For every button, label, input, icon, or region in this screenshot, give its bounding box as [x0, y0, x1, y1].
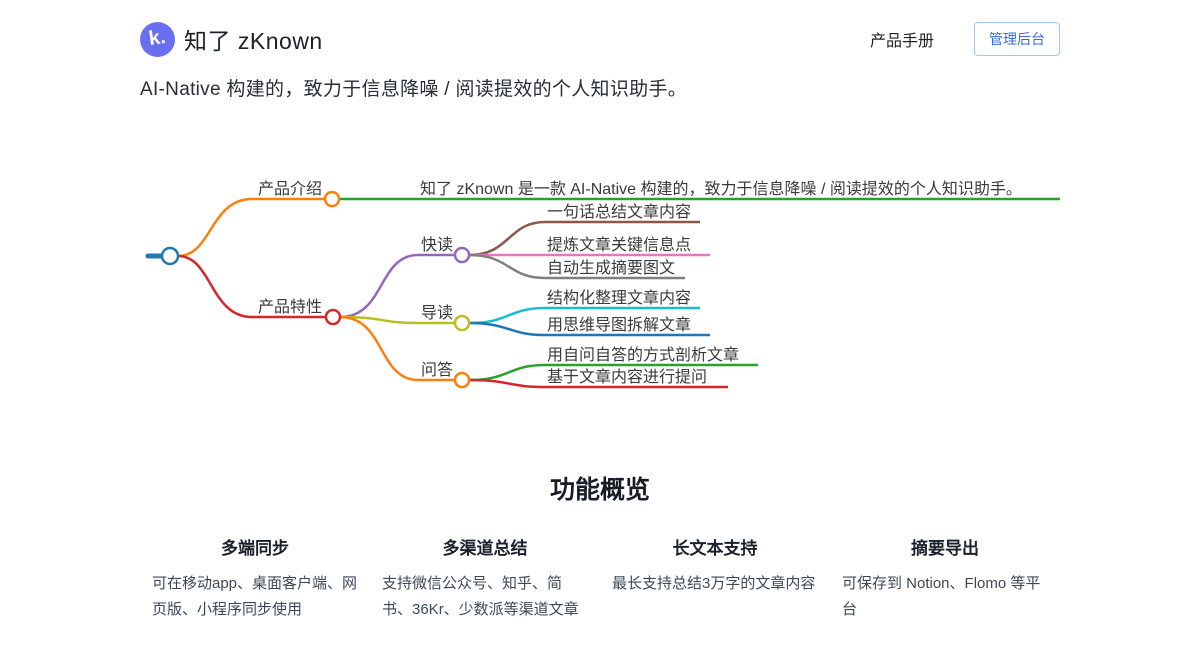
mindmap: 产品介绍 知了 zKnown 是一款 AI-Native 构建的，致力于信息降噪…	[140, 150, 1100, 420]
feature-desc: 可在移动app、桌面客户端、网页版、小程序同步使用	[152, 575, 358, 618]
node-label-intro-desc: 知了 zKnown 是一款 AI-Native 构建的，致力于信息降噪 / 阅读…	[420, 180, 1022, 198]
feature-multi-device: 多端同步 可在移动app、桌面客户端、网页版、小程序同步使用	[140, 534, 370, 623]
node-label-quick-read-child-0: 一句话总结文章内容	[547, 203, 691, 221]
node-label-guided-read-child-0: 结构化整理文章内容	[547, 289, 691, 307]
feature-title: 多渠道总结	[442, 539, 528, 558]
mindmap-svg: 产品介绍 知了 zKnown 是一款 AI-Native 构建的，致力于信息降噪…	[145, 180, 1060, 389]
nav-link-product-manual[interactable]: 产品手册	[869, 33, 934, 50]
brand-title: 知了 zKnown	[184, 28, 323, 54]
node-label-qa: 问答	[421, 361, 453, 379]
node-label-qa-child-0: 用自问自答的方式剖析文章	[547, 346, 739, 364]
feature-long-text: 长文本支持 最长支持总结3万字的文章内容	[600, 534, 830, 623]
branch-qa	[339, 315, 455, 382]
node-dot-intro[interactable]	[323, 190, 341, 208]
features-section-title: 功能概览	[549, 476, 650, 504]
node-label-quick-read: 快读	[421, 236, 453, 254]
branch-quick-read-child-0	[468, 220, 700, 257]
node-dot-features[interactable]	[324, 308, 342, 326]
node-dot-quick-read[interactable]	[453, 246, 471, 264]
branch-qa-child-1	[468, 378, 728, 389]
header: k. 知了 zKnown 产品手册 管理后台	[140, 20, 1060, 58]
branch-intro	[177, 197, 332, 258]
feature-desc: 支持微信公众号、知乎、简书、36Kr、少数派等渠道文章	[382, 575, 579, 618]
branch-guided-read-child-1	[468, 321, 710, 337]
node-dot-qa[interactable]	[453, 371, 471, 389]
branch-features	[177, 254, 333, 319]
node-dot-guided-read[interactable]	[453, 314, 471, 332]
feature-title: 多端同步	[221, 539, 289, 558]
feature-desc: 最长支持总结3万字的文章内容	[612, 575, 816, 592]
node-label-guided-read: 导读	[421, 304, 453, 322]
feature-title: 长文本支持	[672, 539, 758, 558]
node-label-quick-read-child-2: 自动生成摘要图文	[547, 259, 675, 277]
branch-quick-read	[339, 253, 455, 319]
brand-logo-icon: k.	[140, 21, 175, 57]
header-nav: 产品手册 管理后台	[870, 22, 1060, 56]
admin-console-button[interactable]: 管理后台	[974, 22, 1060, 56]
page-subtitle: AI-Native 构建的，致力于信息降噪 / 阅读提效的个人知识助手。	[140, 79, 688, 100]
brand[interactable]: k. 知了 zKnown	[140, 21, 323, 57]
mindmap-root-node[interactable]	[160, 246, 180, 266]
branch-quick-read-child-2	[468, 253, 685, 280]
branch-guided-read	[339, 315, 455, 325]
node-label-features: 产品特性	[258, 298, 322, 316]
node-label-intro: 产品介绍	[258, 180, 322, 198]
node-label-qa-child-1: 基于文章内容进行提问	[547, 368, 707, 386]
node-label-guided-read-child-1: 用思维导图拆解文章	[547, 316, 691, 334]
feature-title: 摘要导出	[911, 539, 979, 558]
features-grid: 多端同步 可在移动app、桌面客户端、网页版、小程序同步使用 多渠道总结 支持微…	[140, 534, 1060, 623]
feature-export: 摘要导出 可保存到 Notion、Flomo 等平台	[830, 534, 1060, 623]
feature-multi-channel: 多渠道总结 支持微信公众号、知乎、简书、36Kr、少数派等渠道文章	[370, 534, 600, 623]
feature-desc: 可保存到 Notion、Flomo 等平台	[842, 575, 1041, 618]
node-label-quick-read-child-1: 提炼文章关键信息点	[547, 236, 691, 254]
